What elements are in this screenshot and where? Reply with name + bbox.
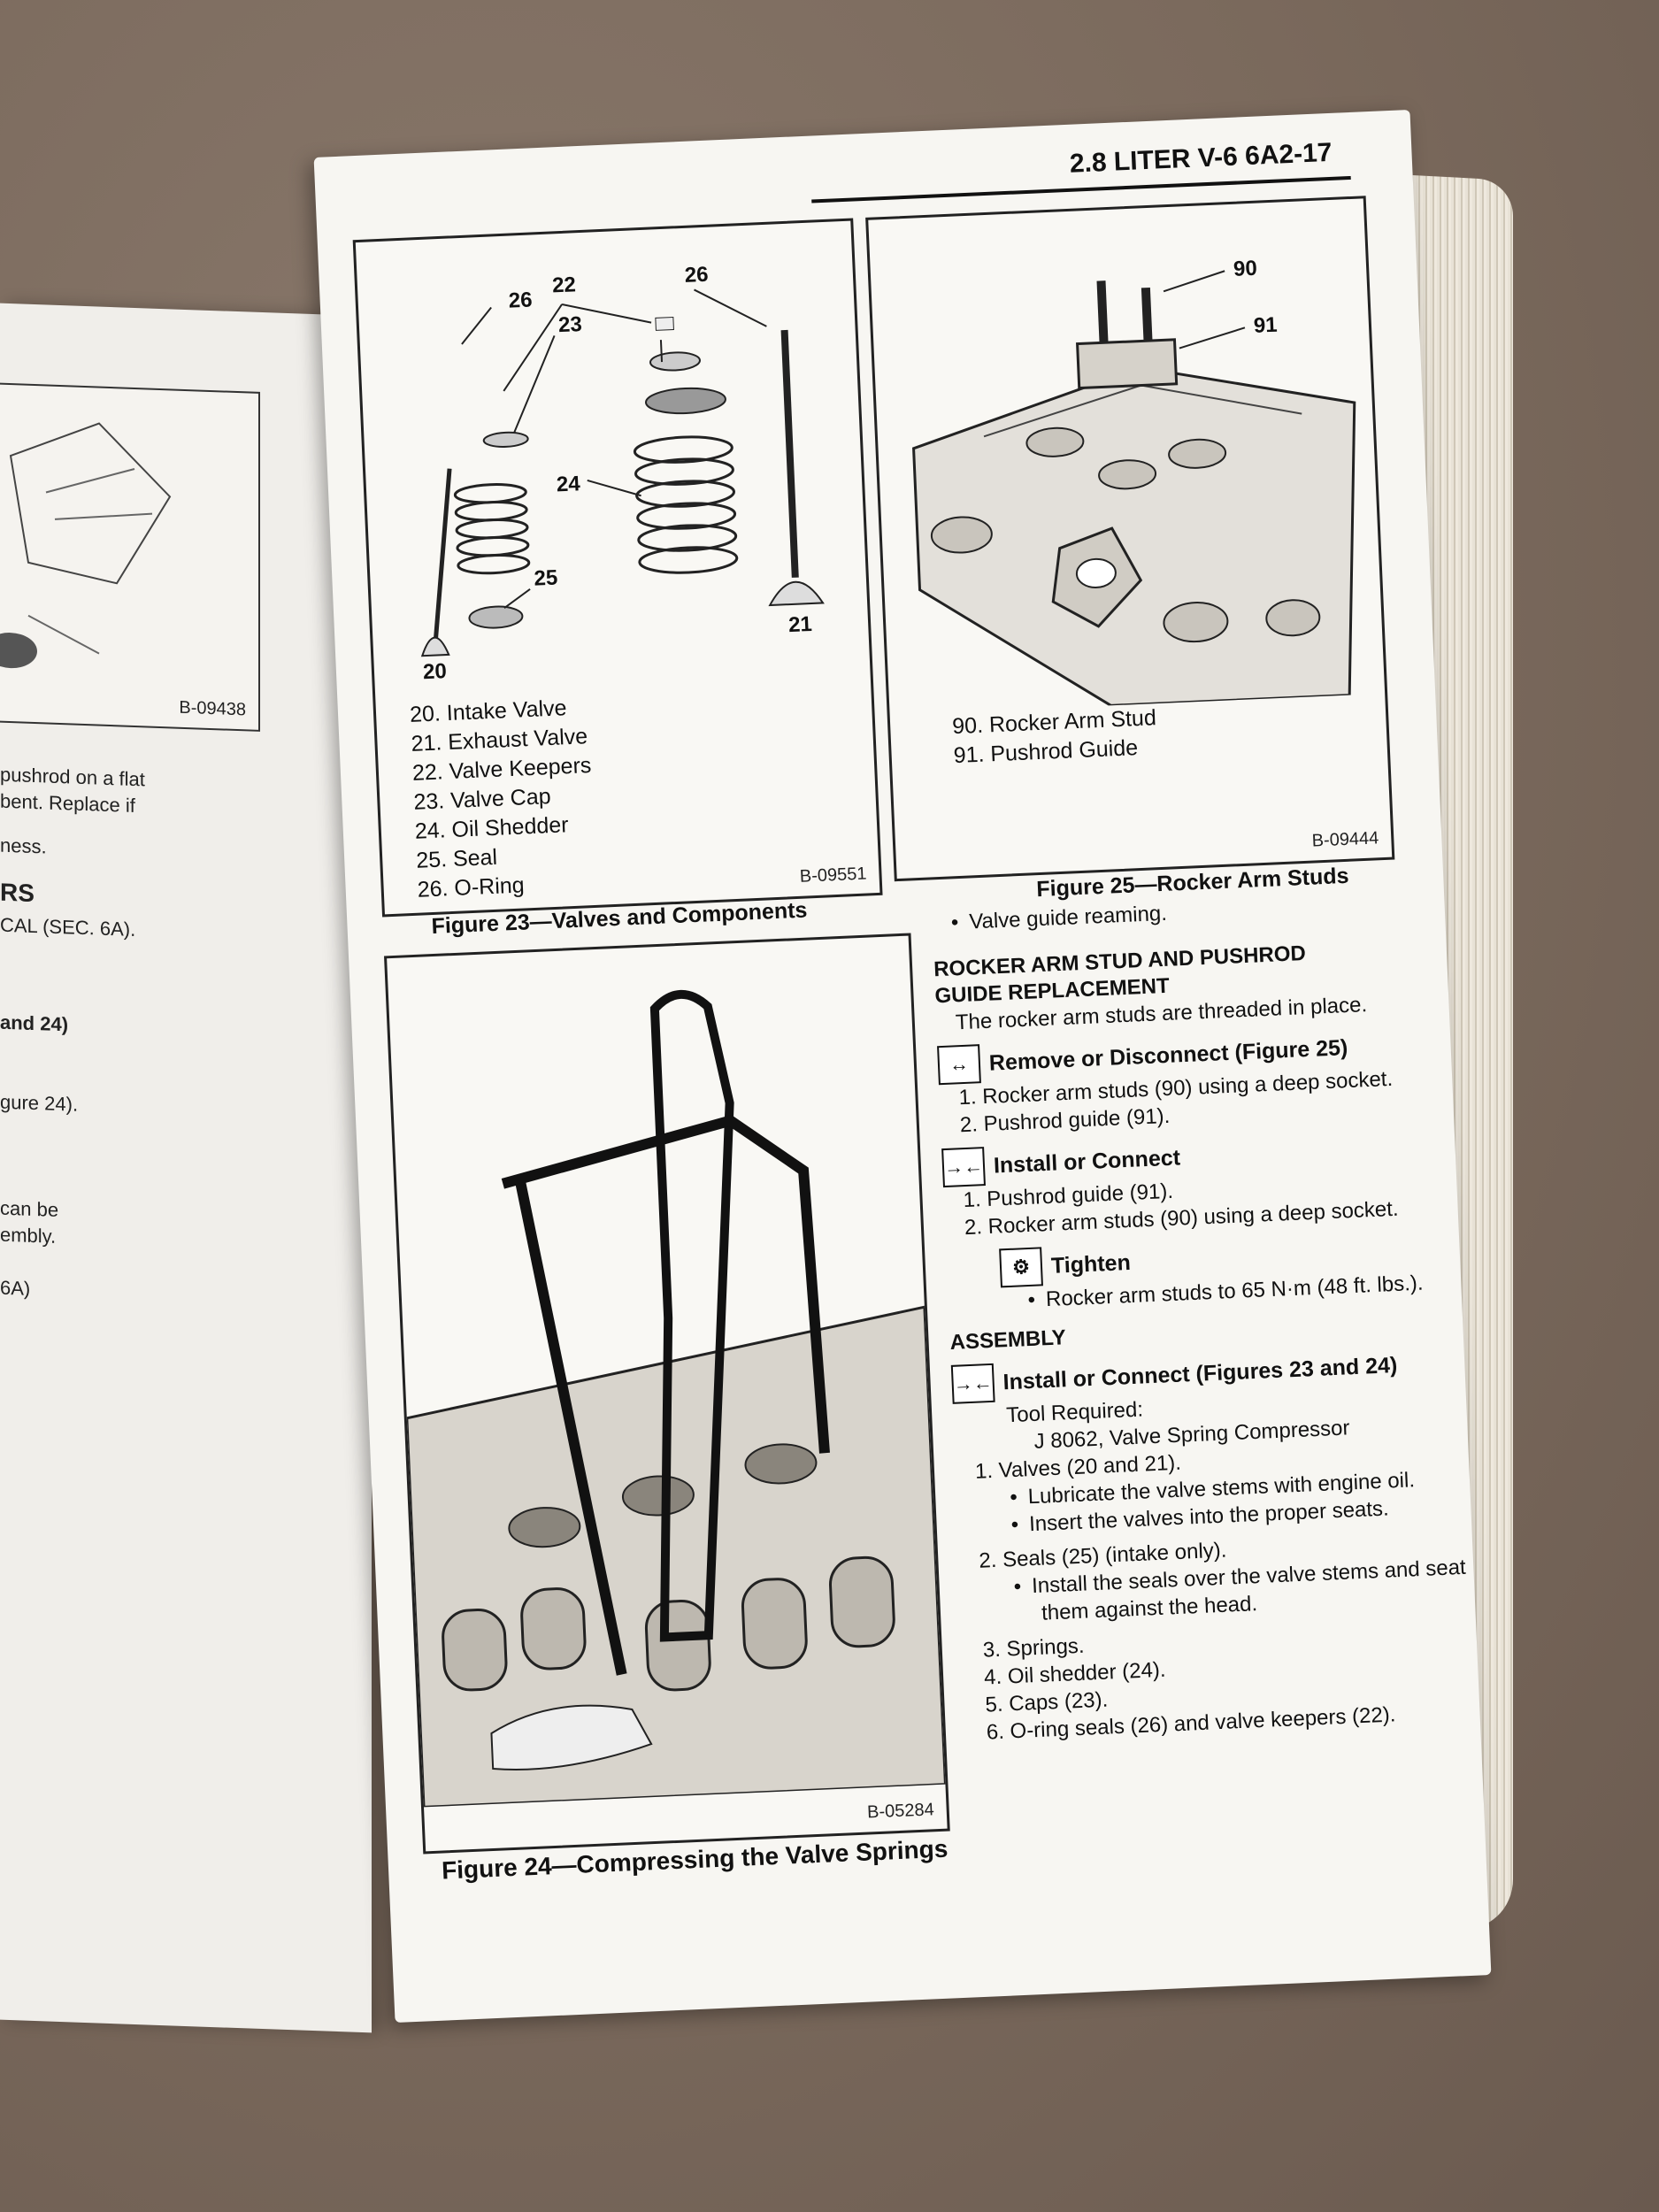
callout-91: 91 (1253, 312, 1279, 338)
figure-25: 90 91 90. Rocker Arm Stud 91. Pushrod Gu… (865, 196, 1395, 882)
left-figure-id: B-09438 (179, 697, 246, 720)
tighten-heading-label: Tighten (1050, 1249, 1132, 1279)
left-text-fragment: embly. (0, 1223, 57, 1248)
callout-23: 23 (557, 312, 583, 338)
left-text-fragment: and 24) (0, 1010, 69, 1036)
torque-wrench-icon: ⚙ (999, 1247, 1043, 1288)
figure-23: 26 22 26 23 24 25 21 20 20. Intake Valve… (352, 218, 883, 918)
left-text-fragment: can be (0, 1196, 59, 1221)
left-text-fragment: gure 24). (0, 1090, 79, 1116)
install-arrows-icon: →← (941, 1147, 986, 1188)
procedure-text: Valve guide reaming. ROCKER ARM STUD AND… (931, 888, 1467, 1747)
callout-26: 26 (684, 262, 710, 288)
page-header: 2.8 LITER V-6 6A2-17 (1069, 137, 1333, 179)
left-text-fragment: RS (0, 878, 35, 908)
valve-components-drawing (420, 288, 825, 657)
callout-22: 22 (551, 273, 577, 298)
callout-26: 26 (508, 288, 534, 313)
callout-90: 90 (1233, 256, 1258, 281)
figure-24-id: B-05284 (866, 1800, 935, 1823)
left-text-fragment: ness. (0, 833, 47, 858)
left-figure-drawing (0, 422, 172, 669)
left-figure-box: B-09438 (0, 382, 260, 732)
manual-page: 2.8 LITER V-6 6A2-17 (313, 109, 1492, 2024)
callout-25: 25 (533, 565, 558, 591)
install-heading-label: Install or Connect (993, 1144, 1181, 1179)
left-facing-page: B-09438 pushrod on a flat bent. Replace … (0, 303, 372, 2033)
left-text-fragment: bent. Replace if (0, 789, 135, 818)
left-text-fragment: 6A) (0, 1276, 31, 1300)
figure-25-legend: 90. Rocker Arm Stud 91. Pushrod Guide (952, 703, 1158, 771)
left-text-fragment: CAL (SEC. 6A). (0, 913, 136, 941)
install-arrows-icon: →← (950, 1363, 995, 1404)
rocker-arm-studs-drawing (912, 270, 1356, 707)
figure-24: B-05284 (384, 933, 950, 1855)
valve-spring-compressor-drawing (405, 989, 946, 1808)
callout-20: 20 (422, 659, 448, 685)
remove-arrows-icon: ↔ (937, 1044, 981, 1086)
figure-23-id: B-09551 (799, 864, 867, 887)
callout-24: 24 (556, 472, 581, 497)
callout-21: 21 (787, 611, 813, 638)
figure-23-legend: 20. Intake Valve 21. Exhaust Valve 22. V… (409, 693, 596, 905)
figure-25-id: B-09444 (1311, 828, 1379, 851)
left-text-fragment: pushrod on a flat (0, 763, 145, 791)
